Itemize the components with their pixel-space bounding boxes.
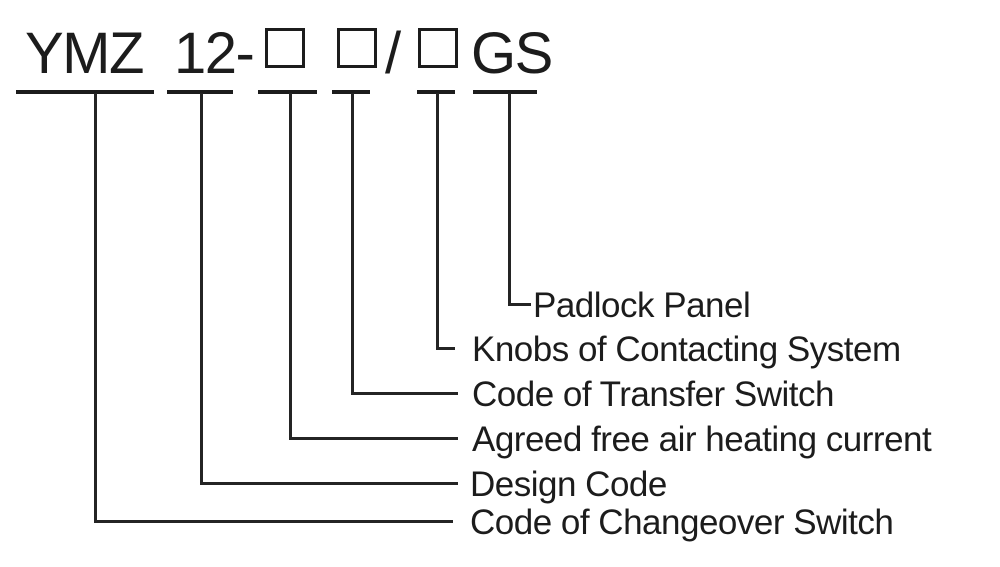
model-code-prefix: YMZ	[25, 21, 144, 86]
label-agreed-free-air-heating-current: Agreed free air heating current	[472, 420, 932, 459]
connector-heating-current	[289, 93, 458, 440]
connector-design-code	[200, 93, 458, 485]
underline-transfer-switch-box	[332, 90, 370, 94]
label-design-code: Design Code	[470, 465, 667, 504]
model-code-separator: /	[385, 21, 401, 86]
label-padlock-panel: Padlock Panel	[533, 286, 751, 325]
underline-changeover-code	[16, 90, 154, 94]
underline-knobs-box	[417, 90, 455, 94]
underline-design-code	[167, 90, 233, 94]
model-code-suffix: GS	[471, 21, 553, 86]
underline-padlock-suffix	[473, 90, 537, 94]
underline-heating-current-box	[258, 90, 317, 94]
label-code-of-transfer-switch: Code of Transfer Switch	[472, 375, 835, 414]
connector-knobs	[436, 93, 455, 350]
connector-changeover-switch	[94, 93, 453, 523]
label-code-of-changeover-switch: Code of Changeover Switch	[470, 503, 894, 542]
label-knobs-of-contacting-system: Knobs of Contacting System	[472, 330, 901, 369]
placeholder-box-2	[337, 28, 377, 68]
placeholder-box-1	[265, 28, 305, 68]
model-code-design-number: 12-	[174, 21, 255, 86]
connector-padlock-panel	[508, 93, 531, 306]
connector-transfer-switch	[351, 93, 458, 395]
placeholder-box-3	[418, 28, 458, 68]
